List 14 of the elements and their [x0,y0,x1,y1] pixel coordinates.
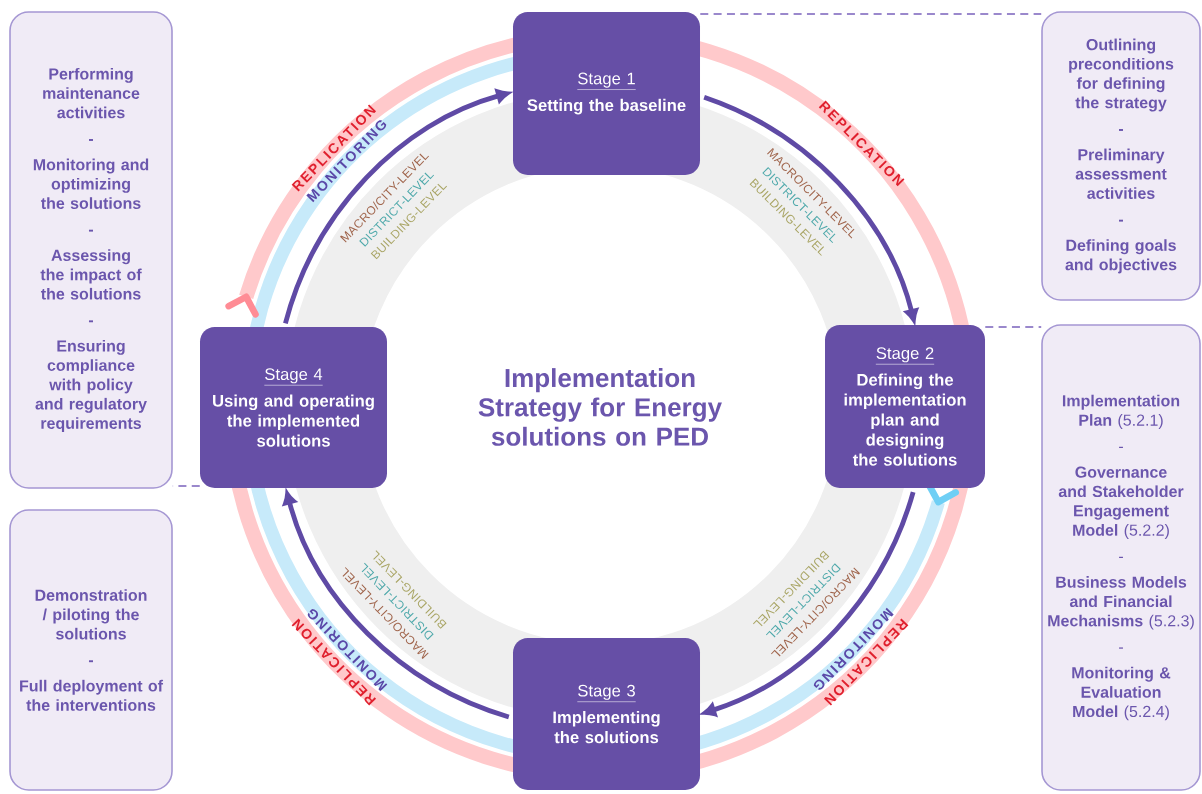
stage-box: Stage 3 Implementing the solutions [513,638,700,790]
note-panel: Implementation Plan (5.2.1) - Governance and Stakeholder Engagement Model (5.2.2) - Business Models and Financial Mechanisms (5.2.3) - Monitoring & Evaluation Model (5.2.4) [1041,324,1201,791]
note-panel: Outlining preconditions for defining the strategy - Preliminary assessment activities - Defining goals and objectives [1041,11,1201,301]
cycle-arrow [283,89,510,325]
stage-box: Stage 2 Defining the implementation plan and designing the solutions [825,325,985,488]
stage-box: Stage 4 Using and operating the implemented solutions [200,327,387,488]
cycle-arrow [282,491,510,720]
note-panel: Demonstration / piloting the solutions - Full deployment of the interventions [9,509,173,791]
diagram-title: Implementation Strategy for Energy solutions on PED [478,368,722,446]
dashed-connector [699,13,1043,15]
stage-box: Stage 1 Setting the baseline [513,12,700,175]
note-panel: Performing maintenance activities - Monitoring and optimizing the solutions - Assessing the impact of the solutions - Ensuring compliance with policy and regulatory requirements [9,11,173,489]
dashed-connector [984,326,1043,328]
cycle-arrow [703,94,919,323]
